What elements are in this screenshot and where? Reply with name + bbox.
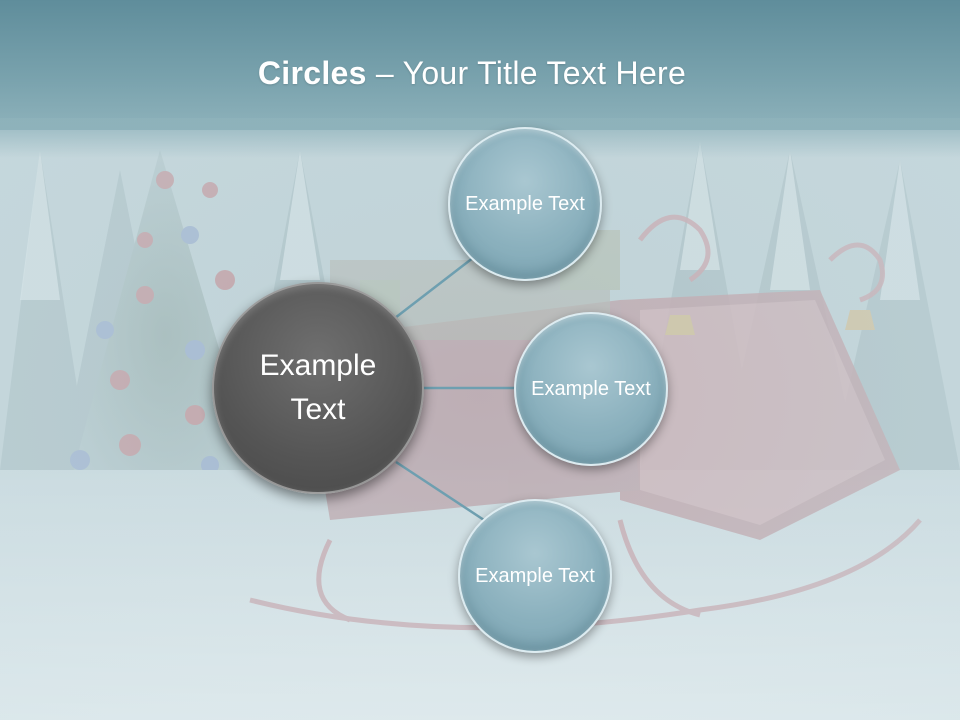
title-keyword: Circles: [257, 55, 367, 91]
satellite-circle-middle[interactable]: Example Text: [514, 312, 668, 466]
satellite-circle-text: Example Text: [475, 565, 595, 587]
connector-line-bottom: [395, 460, 488, 524]
satellite-circle-bottom[interactable]: Example Text: [458, 499, 612, 653]
center-circle-text: Example Text: [259, 349, 377, 426]
center-circle[interactable]: Example Text: [212, 282, 424, 494]
slide-title[interactable]: Circles – Your Title Text Here: [0, 55, 944, 92]
satellite-circle-top[interactable]: Example Text: [448, 127, 602, 281]
satellite-circle-text: Example Text: [531, 378, 651, 400]
connector-line-top: [394, 253, 479, 319]
title-band: [0, 0, 960, 130]
title-text: – Your Title Text Here: [366, 55, 687, 91]
satellite-circle-text: Example Text: [465, 193, 585, 215]
